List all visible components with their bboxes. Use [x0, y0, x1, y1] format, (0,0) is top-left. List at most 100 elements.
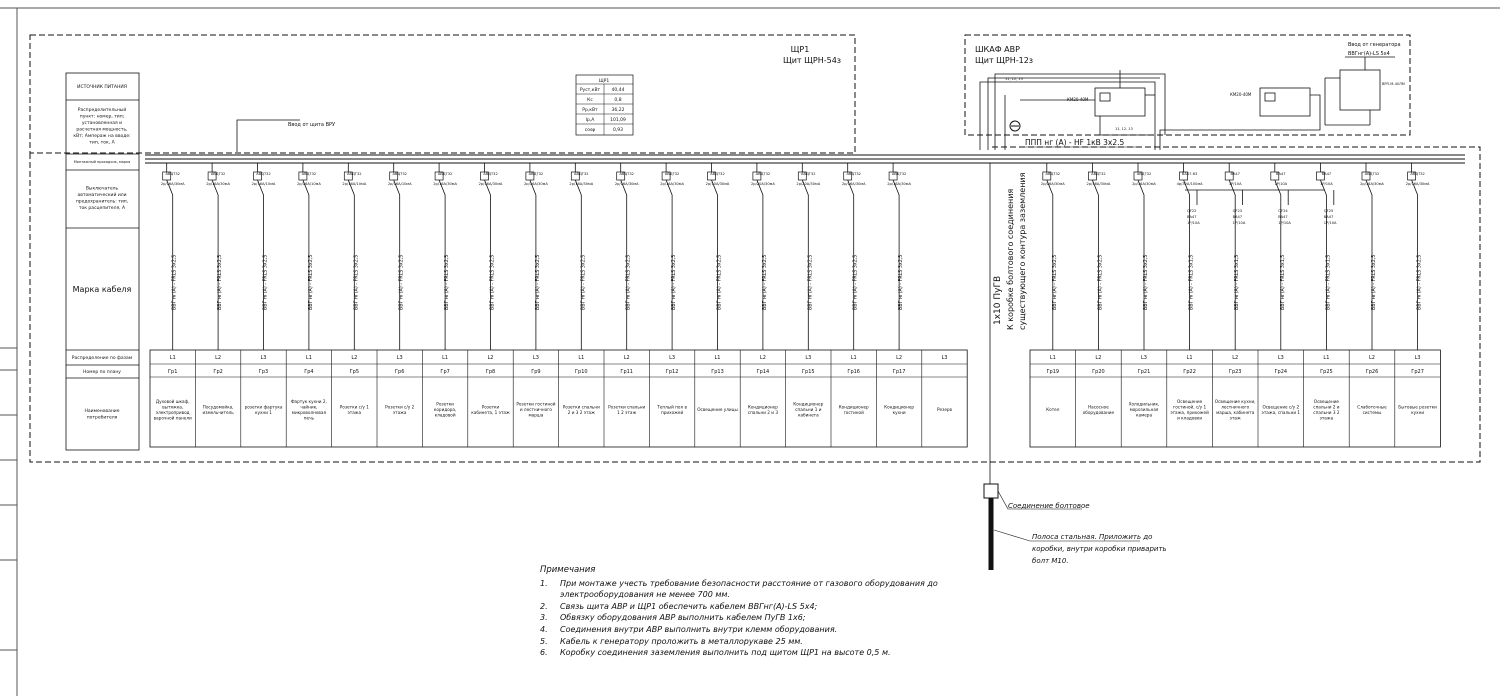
circuit-number: Гр4 [304, 369, 313, 375]
circuit-phase: L2 [215, 355, 221, 361]
breaker-rating: 2р/20А/30мА [796, 182, 820, 186]
circuit-consumer: этажа [393, 410, 407, 415]
circuit-consumer: марша, кабинета [1216, 410, 1255, 415]
note-text: Связь щита АВР и ЩР1 обеспечить кабелем … [560, 601, 818, 611]
circuit-cable: ВВГ нг(А) - FRLS 3х2,5 [717, 255, 723, 310]
legend-phase: Распределение по фазам [72, 355, 132, 361]
circuit-consumer: розетки фартука [245, 404, 283, 409]
circuit-number: Гр16 [847, 369, 860, 375]
panel-main-subtitle: Щит ЩРН-54з [783, 56, 841, 65]
breaker-type: АВДТ32 [574, 172, 589, 176]
sub-breaker-rating: 1Р/10А [1233, 221, 1246, 225]
circuit-consumer: Холодильник, [1129, 402, 1160, 407]
circuit-phase: L2 [351, 355, 357, 361]
vru-input-label: Ввод от щита ВРУ [288, 122, 335, 128]
circuit-wire [166, 179, 174, 350]
circuit-number: Гр1 [168, 369, 177, 375]
avr-terminal-label-1: 11, 12, 13 [1005, 77, 1023, 81]
circuit-number: Гр3 [259, 369, 268, 375]
circuit-number: Гр6 [395, 369, 404, 375]
circuit-consumer: кухни [893, 410, 906, 415]
circuit-consumer: этажа [347, 410, 361, 415]
circuit-consumer: и кладовки [1177, 415, 1202, 420]
circuit-cable: ВВГ нг(А) - FRLS 3х2,5 [1052, 255, 1058, 310]
ground-text-1: К коробке болтового соединения [1006, 189, 1015, 330]
ground-cable-label: 1х10 ПуГВ [993, 276, 1003, 325]
circuit-phase: L1 [306, 355, 312, 361]
circuit-phase: L1 [1187, 355, 1193, 361]
legend-dist-point: кВт; Ампераж на вводе: [73, 133, 130, 139]
legend-dist-point: Распределительный [78, 106, 127, 113]
circuit-consumer: Розетки [436, 402, 454, 407]
summary-value: 0,93 [613, 127, 623, 133]
summary-key: Руст,кВт [580, 87, 601, 93]
circuit-phase: L1 [1050, 355, 1056, 361]
ground-text-2: существующего контура заземления [1018, 172, 1027, 330]
breaker-type: АВДТ32 [619, 172, 634, 176]
circuit-consumer: микроволновая [292, 410, 327, 415]
panel-avr-enclosure [964, 34, 1411, 136]
breaker-rating: 1Р/10А [1229, 182, 1242, 186]
circuit-number: Гр25 [1320, 369, 1333, 375]
circuit-consumer: кладовой [435, 413, 456, 418]
circuit-consumer: спальни 2 и [1313, 404, 1340, 409]
sub-breaker-name: QF25 [1324, 209, 1333, 213]
circuit-consumer: Освещение кухни, [1215, 399, 1256, 404]
circuit-cable: ВВГ нг(А) - FRLS 3х2,5 [580, 255, 586, 310]
breaker-rating: 2р/16А/10мА [297, 182, 321, 186]
circuit-phase: L1 [851, 355, 857, 361]
circuit-number: Гр20 [1092, 369, 1105, 375]
sub-breaker-rating: 1Р/10А [1187, 221, 1200, 225]
circuit-phase: L2 [624, 355, 630, 361]
note-text: Кабель к генератору проложить в металлор… [560, 636, 803, 646]
circuit-consumer: Освещение [1177, 399, 1203, 404]
sub-breaker-name: QF24 [1278, 209, 1288, 213]
circuit-cable: ВВГ нг(А) - FRLS 3х2,5 [490, 255, 496, 310]
steel-strip-label-3: болт М10. [1032, 557, 1069, 565]
circuit-wire [484, 179, 491, 350]
breaker-type: ВА47 [1276, 172, 1286, 176]
summary-key: Кс [587, 97, 593, 103]
circuit-wire [302, 179, 310, 350]
circuit-consumer: вытяжка, [162, 404, 183, 409]
circuit-phase: L3 [669, 355, 675, 361]
circuit-cable: ВВГ нг(А) - FRLS 3х2,5 [626, 255, 632, 310]
circuit-consumer: Кондиционер [839, 404, 869, 409]
legend-consumer: Наименование [85, 408, 120, 414]
circuit-phase: L3 [261, 355, 267, 361]
breaker-type: АВДТ32 [801, 172, 816, 176]
circuit-number: Гр21 [1138, 369, 1151, 375]
circuit-consumer: кухни 1 [255, 410, 272, 415]
circuit-phase: L2 [1369, 355, 1375, 361]
circuit-consumer: Теплый пол в [656, 404, 687, 409]
note-number: 5. [540, 636, 548, 646]
circuit-consumer: коридора, [434, 407, 456, 412]
circuit-cable: ВВГ нг(А) - FRLS 3х2,5 [671, 255, 677, 310]
circuit-consumer: системы [1363, 410, 1382, 415]
circuit-number: Гр22 [1183, 369, 1196, 375]
breaker-rating: 2р/16А/30мА [1406, 182, 1430, 186]
circuit-consumer: кабинета, 1 этаж [471, 410, 510, 415]
note-number: 2. [540, 601, 548, 611]
breaker-rating: 2р/16А/30мА [433, 182, 457, 186]
circuit-consumer: Розетки спальни [563, 404, 600, 409]
breaker-type: ВА47 [1322, 172, 1332, 176]
circuit-cable: ВВГ нг(А) - FRLS 3х2,5 [535, 255, 541, 310]
circuit-wire [1365, 179, 1373, 350]
note-number: 1. [540, 578, 548, 588]
circuit-cable: ВВГ нг(А) - FRLS 3х2,5 [1417, 255, 1423, 310]
circuit-cable: ВВГ нг(А) - FRLS 3х2,5 [1143, 255, 1149, 310]
avr-contactor-1 [1094, 87, 1146, 117]
circuit-consumer: 1 2 этаж [617, 410, 636, 415]
avr-cable-label: ППП нг (А) - HF 1кВ 3х2.5 [1025, 138, 1125, 147]
ground-icon [1009, 120, 1021, 132]
breaker-rating: 2р/16А/30мА [206, 182, 230, 186]
breaker-rating: 2р/16А/30мА [569, 182, 593, 186]
breaker-rating: 1Р/10А [1320, 182, 1333, 186]
circuit-phase: L2 [1232, 355, 1238, 361]
circuit-number: Гр14 [757, 369, 770, 375]
breaker-type: АВДТ32 [483, 172, 498, 176]
circuit-consumer: спальни 1 и [795, 407, 822, 412]
